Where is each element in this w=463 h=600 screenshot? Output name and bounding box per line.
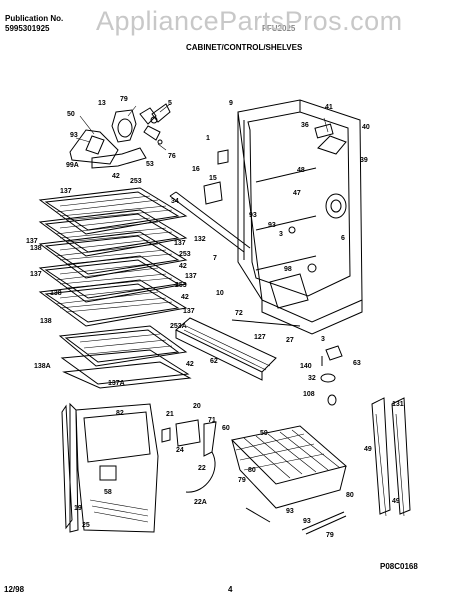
- callout-127: 127: [254, 334, 266, 341]
- callout-93-basket2: 93: [303, 518, 311, 525]
- callout-93: 93: [70, 132, 78, 139]
- callout-137-mid: 137: [185, 273, 197, 280]
- callout-80b: 80: [346, 492, 354, 499]
- control-panel: [61, 402, 217, 533]
- callout-9: 9: [229, 100, 233, 107]
- footer-date: 12/98: [4, 585, 25, 594]
- callout-93-basket: 93: [286, 508, 294, 515]
- callout-42-top: 42: [112, 173, 120, 180]
- callout-20: 20: [193, 403, 201, 410]
- callout-3: 3: [279, 231, 283, 238]
- callout-5: 5: [168, 100, 172, 107]
- callout-79: 79: [120, 96, 128, 103]
- callout-49b: 49: [392, 498, 400, 505]
- diagram-code: P08C0168: [380, 562, 418, 571]
- callout-22: 22: [198, 465, 206, 472]
- callout-3b: 3: [321, 336, 325, 343]
- callout-79b: 79: [238, 477, 246, 484]
- callout-50: 50: [67, 111, 75, 118]
- callout-138-c: 138: [40, 318, 52, 325]
- callout-62: 62: [210, 358, 218, 365]
- callout-72: 72: [235, 310, 243, 317]
- callout-6: 6: [341, 235, 345, 242]
- publication-label: Publication No.: [5, 14, 64, 23]
- callout-137a: 137A: [108, 380, 125, 387]
- callout-19: 19: [74, 505, 82, 512]
- model-number: FFU2025: [262, 24, 296, 33]
- callout-82: 82: [116, 410, 124, 417]
- callout-10: 10: [216, 290, 224, 297]
- callout-21: 21: [166, 411, 174, 418]
- callout-27: 27: [286, 337, 294, 344]
- callout-48: 48: [297, 167, 305, 174]
- callout-42-mid: 42: [179, 263, 187, 270]
- callout-15: 15: [209, 175, 217, 182]
- callout-25: 25: [82, 522, 90, 529]
- callout-98: 98: [284, 266, 292, 273]
- wire-basket: [230, 425, 348, 535]
- callout-49a: 49: [364, 446, 372, 453]
- callout-59: 59: [260, 430, 268, 437]
- callout-79c: 79: [326, 532, 334, 539]
- callout-13: 13: [98, 100, 106, 107]
- callout-93c: 93: [268, 222, 276, 229]
- callout-32: 32: [308, 375, 316, 382]
- callout-42-low: 42: [181, 294, 189, 301]
- callout-99a: 99A: [66, 162, 79, 169]
- publication-number: 5995301925: [5, 24, 50, 33]
- callout-53: 53: [146, 161, 154, 168]
- callout-47: 47: [293, 190, 301, 197]
- callout-138a: 138A: [34, 363, 51, 370]
- callout-253a: 253A: [170, 323, 187, 330]
- base-grille: [175, 317, 343, 406]
- callout-63: 63: [353, 360, 361, 367]
- callout-60: 60: [222, 425, 230, 432]
- shelf-stack: [38, 187, 192, 389]
- side-rails: [371, 397, 411, 517]
- callout-1: 1: [206, 135, 210, 142]
- callout-24: 24: [176, 447, 184, 454]
- page-number: 4: [228, 585, 233, 594]
- watermark: AppliancePartsPros.com: [96, 6, 403, 36]
- callout-137-left2: 137: [30, 271, 42, 278]
- callout-34: 34: [171, 198, 179, 205]
- callout-253-top: 253: [130, 178, 142, 185]
- callout-42-bottom: 42: [186, 361, 194, 368]
- callout-7: 7: [213, 255, 217, 262]
- callout-137-top: 137: [60, 188, 72, 195]
- callout-108: 108: [303, 391, 315, 398]
- callout-41: 41: [325, 104, 333, 111]
- callout-137-left: 137: [26, 238, 38, 245]
- callout-131: 131: [392, 401, 404, 408]
- callout-138-b: 138: [50, 290, 62, 297]
- callout-80: 80: [248, 467, 256, 474]
- callout-16: 16: [192, 166, 200, 173]
- callout-71: 71: [208, 417, 216, 424]
- callout-132: 132: [194, 236, 206, 243]
- callout-137-low: 137: [183, 308, 195, 315]
- section-title: CABINET/CONTROL/SHELVES: [186, 43, 303, 52]
- callout-36: 36: [301, 122, 309, 129]
- callout-253-low: 253: [175, 282, 187, 289]
- callout-76: 76: [168, 153, 176, 160]
- cabinet-body: [169, 99, 363, 335]
- callout-138-a: 138: [30, 245, 42, 252]
- callout-58: 58: [104, 489, 112, 496]
- callout-22a: 22A: [194, 499, 207, 506]
- callout-93b: 93: [249, 212, 257, 219]
- callout-40: 40: [362, 124, 370, 131]
- fan-motor-assembly: [69, 103, 171, 169]
- callout-140: 140: [300, 363, 312, 370]
- callout-253-mid: 253: [179, 251, 191, 258]
- callout-39: 39: [360, 157, 368, 164]
- callout-137-right: 137: [174, 240, 186, 247]
